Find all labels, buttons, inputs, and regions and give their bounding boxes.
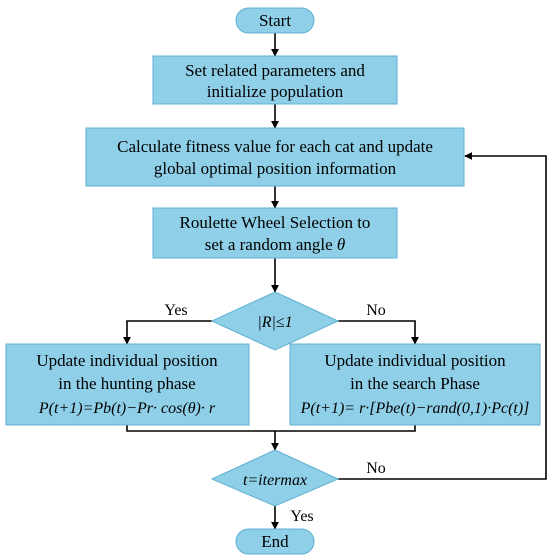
search-equation: P(t+1)= r·[Pbe(t)−rand(0,1)·Pc(t)] xyxy=(300,400,530,417)
fitness-line1: Calculate fitness value for each cat and… xyxy=(117,137,433,156)
decision1-no-label: No xyxy=(366,302,386,319)
fitness-line2: global optimal position information xyxy=(154,159,397,178)
hunting-equation: P(t+1)=Pb(t)−Pr· cos(θ)· r xyxy=(38,400,216,417)
roulette-line2-text: set a random angle xyxy=(205,235,333,254)
roulette-process-box xyxy=(152,207,398,259)
decision2-yes-label: Yes xyxy=(290,508,313,525)
hunting-line1: Update individual position xyxy=(36,351,218,370)
decision1-label: |R|≤1 xyxy=(257,314,292,331)
init-process-box xyxy=(152,55,398,105)
decision1-yes-label: Yes xyxy=(164,302,187,319)
decision2-label: t=itermax xyxy=(243,472,307,489)
roulette-line2: set a random angle θ xyxy=(205,235,346,254)
arrow-loop-back xyxy=(338,152,547,480)
theta-symbol: θ xyxy=(337,235,345,254)
end-label: End xyxy=(261,532,289,551)
roulette-line1: Roulette Wheel Selection to xyxy=(180,213,371,232)
merge-line xyxy=(126,425,416,432)
init-line2: initialize population xyxy=(207,82,344,101)
start-label: Start xyxy=(259,11,291,30)
arrow-decision1-yes xyxy=(123,320,212,345)
hunting-line2: in the hunting phase xyxy=(58,374,195,393)
search-line2: in the search Phase xyxy=(350,374,480,393)
init-line1: Set related parameters and xyxy=(185,61,365,80)
connectors xyxy=(123,33,547,530)
hunting-process-box xyxy=(5,343,250,426)
end-terminal xyxy=(235,528,315,555)
arrow-decision1-no xyxy=(338,320,419,345)
search-line1: Update individual position xyxy=(324,351,506,370)
decision2-no-label: No xyxy=(366,460,386,477)
decision1-diamond xyxy=(210,291,340,351)
search-process-box xyxy=(289,343,541,426)
start-terminal xyxy=(235,7,315,34)
fitness-process-box xyxy=(85,127,465,187)
decision2-diamond xyxy=(210,449,340,507)
